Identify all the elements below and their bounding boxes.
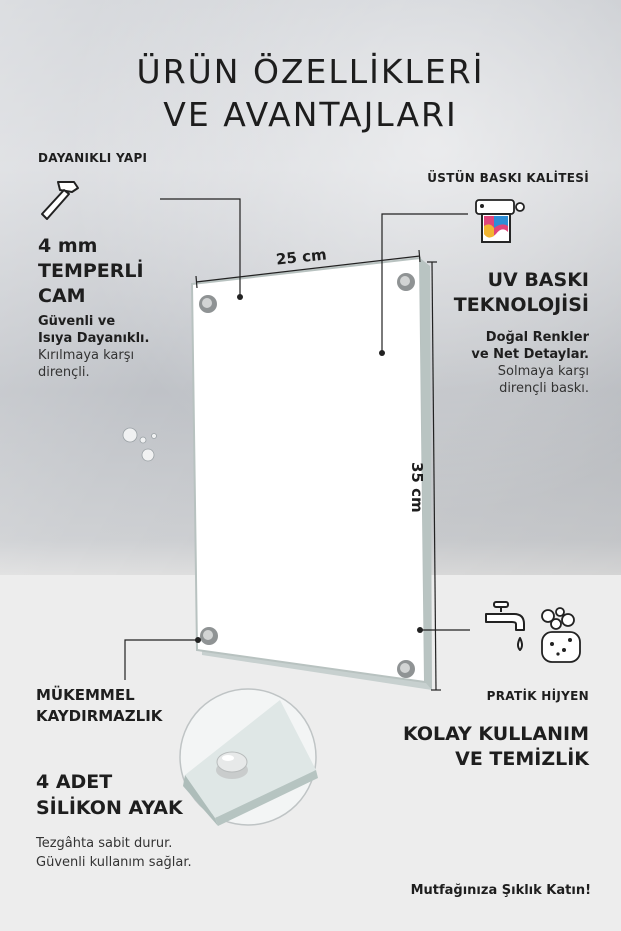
hammer-icon (41, 181, 79, 220)
hygiene-caption: PRATİK HİJYEN (486, 689, 589, 703)
uv-bold-2: ve Net Detaylar. (471, 347, 589, 362)
water-droplets-decoration (122, 427, 157, 462)
glass-heading-1: 4 mm (38, 235, 98, 257)
glass-face (190, 256, 427, 684)
uv-heading-2: TEKNOLOJİSİ (453, 294, 589, 316)
faucet-icon (485, 601, 525, 651)
screw-bottom-right (397, 660, 415, 678)
feet-desc-2: Güvenli kullanım sağlar. (36, 855, 192, 870)
height-label: 35 cm (408, 462, 426, 513)
feet-desc-1: Tezgâhta sabit durur. (36, 836, 173, 851)
uv-desc-1: Solmaya karşı (497, 364, 589, 379)
callout-line-print (381, 213, 468, 352)
uv-bold-1: Doğal Renkler (485, 330, 589, 345)
glass-bold-1: Güvenli ve (38, 314, 116, 329)
glass-heading-3: CAM (38, 285, 86, 307)
height-dimension-line (431, 261, 437, 691)
glass-desc-1: Kırılmaya karşı (38, 348, 135, 363)
uv-desc-2: dirençli baskı. (499, 381, 589, 396)
feet-heading-2: SİLİKON AYAK (36, 797, 183, 819)
glass-side (420, 258, 432, 690)
feet-heading-1: 4 ADET (36, 771, 113, 793)
screw-bottom-left (200, 627, 218, 645)
non-slip-caption-2: KAYDIRMAZLIK (36, 707, 163, 725)
easy-use-heading-2: VE TEMİZLİK (455, 748, 589, 770)
title-line-1: ÜRÜN ÖZELLİKLERİ (136, 52, 485, 91)
print-quality-caption: ÜSTÜN BASKI KALİTESİ (427, 171, 589, 185)
non-slip-caption-1: MÜKEMMEL (36, 686, 135, 704)
width-dimension-line (195, 255, 421, 283)
callout-line-feet (124, 639, 198, 680)
sponge-icon (541, 607, 581, 663)
easy-use-heading-1: KOLAY KULLANIM (402, 723, 589, 745)
glass-heading-2: TEMPERLİ (38, 260, 144, 282)
title-line-2: VE AVANTAJLARI (163, 95, 458, 134)
callout-line-glass (160, 198, 241, 296)
glass-bold-2: Isıya Dayanıklı. (38, 331, 150, 346)
glass-desc-2: dirençli. (38, 365, 90, 380)
screw-top-left (199, 295, 217, 313)
footer-tagline: Mutfağınıza Şıklık Katın! (410, 883, 591, 898)
screw-top-right (397, 273, 415, 291)
uv-heading-1: UV BASKI (487, 269, 589, 291)
printer-icon (475, 199, 525, 243)
durable-caption: DAYANIKLI YAPI (38, 151, 148, 165)
silicone-foot-magnifier (179, 688, 318, 826)
